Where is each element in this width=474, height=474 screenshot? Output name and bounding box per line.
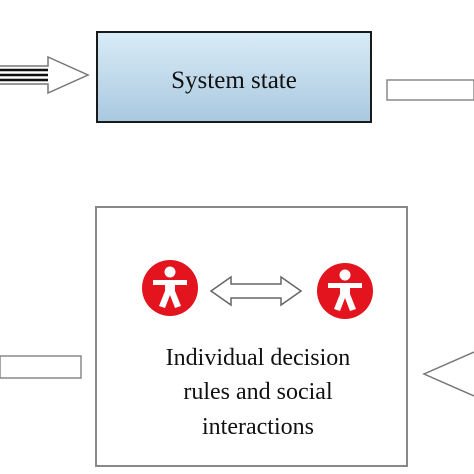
individual-rules-line-1: Individual decision <box>166 345 351 371</box>
incoming-arrowhead-right <box>422 351 474 397</box>
person-icon <box>317 263 373 319</box>
individual-rules-line-3: interactions <box>202 414 314 440</box>
individual-rules-line-2: rules and social <box>183 379 333 405</box>
system-state-node: System state <box>96 31 372 123</box>
person-icon <box>142 260 198 316</box>
double-arrow-icon <box>209 275 303 307</box>
system-state-label: System state <box>171 67 297 94</box>
outgoing-arrow-right <box>386 79 474 101</box>
individual-rules-node: Individual decision rules and social int… <box>95 206 408 467</box>
outgoing-arrow-bottom-left <box>0 355 82 379</box>
incoming-arrow-left <box>0 55 90 95</box>
